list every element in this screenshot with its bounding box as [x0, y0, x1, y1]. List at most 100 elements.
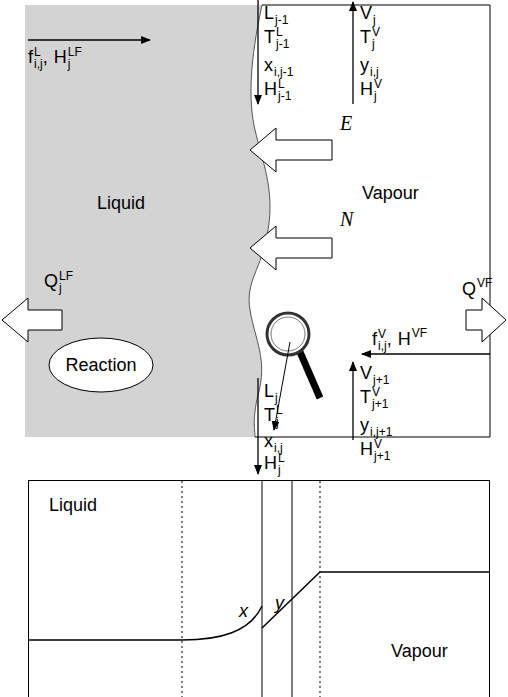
symbol-base: T	[264, 27, 275, 47]
script-stack: Vi,j	[378, 328, 387, 352]
superscript: LF	[59, 270, 73, 282]
superscript: V	[372, 386, 388, 398]
separator: ,	[43, 47, 48, 67]
liquid-profile	[28, 606, 262, 640]
script-stack: Vj+1	[374, 438, 390, 462]
region-label: Vapour	[362, 183, 419, 204]
variable-symbol: TVj	[360, 26, 380, 50]
superscript: L	[34, 46, 43, 58]
subscript: i,j	[34, 58, 43, 70]
symbol-base: y	[360, 55, 369, 75]
symbol-base: x	[264, 431, 273, 451]
symbol-base: H	[360, 79, 373, 99]
liquid-area	[25, 5, 270, 437]
superscript: L	[276, 404, 283, 416]
magnifier-rim	[271, 317, 305, 351]
superscript: L	[278, 78, 291, 90]
interface-line	[262, 481, 263, 697]
symbol-base: V	[360, 363, 372, 383]
symbol-base: x	[264, 55, 273, 75]
variable-symbol: Lj	[264, 380, 278, 409]
separator: ,	[387, 329, 392, 349]
script-stack: Li,j	[34, 46, 43, 70]
superscript: VF	[477, 276, 492, 290]
symbol-base: L	[264, 381, 274, 401]
leader-arrow	[274, 342, 290, 430]
variable-symbol: QVF	[462, 272, 492, 300]
film-boundary	[320, 481, 321, 697]
script-stack: Vj	[374, 78, 382, 102]
superscript: V	[378, 328, 387, 340]
flux-label: N	[340, 208, 353, 230]
variable-symbol: HLj-1	[264, 78, 291, 102]
variable-symbol: N	[340, 208, 353, 231]
region-label: Liquid	[97, 193, 145, 214]
heat-removal-arrow	[2, 298, 62, 342]
superscript: L	[278, 452, 285, 464]
profile-symbol: x	[239, 601, 248, 622]
script-stack: LFj	[59, 270, 73, 294]
symbol-base: V	[360, 3, 372, 23]
film-boundary	[182, 481, 183, 697]
subscript: j+1	[374, 450, 390, 462]
region-label: Liquid	[49, 495, 97, 516]
vapour-profile	[262, 572, 490, 628]
subscript: i,j+1	[370, 425, 392, 439]
symbol-base: T	[360, 387, 371, 407]
stream-arrow	[352, 2, 353, 104]
variable-symbol: E	[340, 112, 352, 135]
variable-symbol: QLFj	[44, 270, 73, 294]
script-stack: Vj+1	[372, 386, 388, 410]
symbol-base: H	[264, 453, 277, 473]
subscript: j	[68, 58, 82, 70]
subscript: j-1	[275, 13, 288, 27]
energy-flux-arrow	[250, 128, 332, 172]
feed-arrow	[362, 353, 490, 354]
superscript: V	[372, 26, 380, 38]
variable-symbol: fVi,j,HVF	[372, 322, 427, 352]
subscript: j	[276, 416, 283, 428]
script-stack: LFj	[68, 46, 82, 70]
variable-symbol: HVj	[360, 78, 382, 102]
subscript: j+1	[373, 373, 389, 387]
region-label: Vapour	[391, 641, 448, 662]
subscript: i,j	[378, 340, 387, 352]
subscript: j	[278, 464, 285, 476]
variable-symbol: HLj	[264, 452, 285, 476]
symbol-base: H	[398, 329, 411, 349]
subscript: i,j	[370, 65, 379, 79]
interface-line	[292, 481, 293, 697]
variable-symbol: TLj	[264, 404, 283, 428]
script-stack: Lj-1	[276, 26, 289, 50]
vapour-border	[490, 5, 491, 437]
ellipse-shape	[49, 338, 153, 392]
subscript: j	[373, 13, 376, 27]
symbol-base: Q	[44, 271, 58, 291]
subscript: j	[374, 90, 382, 102]
heat-removal-arrow	[466, 298, 506, 342]
reaction-ellipse: Reaction	[48, 337, 154, 393]
region-label: Reaction	[65, 355, 136, 376]
subscript: i,j-1	[274, 65, 293, 79]
variable-symbol: fLi,j, HLFj	[28, 46, 82, 70]
symbol-base: f	[372, 329, 377, 349]
variable-symbol: TVj+1	[360, 386, 388, 410]
liquid-region: LiquidReaction	[25, 5, 277, 437]
symbol-base: y	[360, 415, 369, 435]
variable-symbol: HVj+1	[360, 438, 390, 462]
superscript: LF	[68, 46, 82, 58]
magnifier-handle	[300, 352, 320, 398]
symbol-base: H	[360, 439, 373, 459]
profile-symbol: y	[275, 593, 284, 614]
flux-label: E	[340, 112, 352, 134]
stream-arrow	[352, 362, 353, 440]
symbol-base: H	[54, 47, 67, 67]
mass-flux-arrow	[250, 226, 332, 270]
subscript: j	[372, 38, 380, 50]
script-stack: Lj-1	[278, 78, 291, 102]
symbol-base: H	[264, 79, 277, 99]
script-stack: Lj	[278, 452, 285, 476]
vapour-border	[262, 5, 490, 6]
symbol-base: f	[28, 47, 33, 67]
